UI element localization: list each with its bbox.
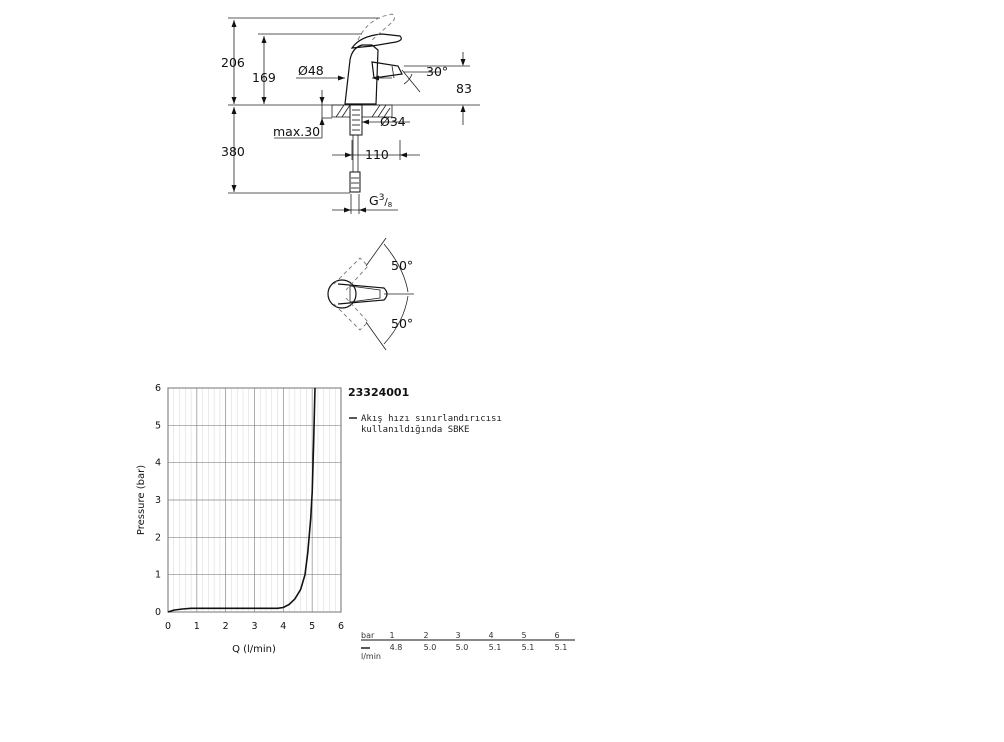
flow-table-pressure-cell: 2 xyxy=(423,631,428,640)
side-view-drawing: 206 169 Ø48 30° 83 max.30 Ø34 380 110 G3… xyxy=(221,13,480,214)
dim-34: Ø34 xyxy=(380,114,406,129)
chart-y-tick-label: 2 xyxy=(155,532,161,543)
flow-table-pressure-cell: 1 xyxy=(389,631,394,640)
legend-line-2: kullanıldığında SBKE xyxy=(361,425,469,435)
chart-ylabel: Pressure (bar) xyxy=(136,465,147,535)
flow-table-pressure-cell: 4 xyxy=(488,631,493,640)
flow-table: bar l/min 1 4.8 2 5.0 3 5.0 4 5.1 5 5.1 6 5.1 xyxy=(361,631,575,661)
dim-30deg: 30° xyxy=(426,64,448,79)
flow-table-cells: 1 4.8 2 5.0 3 5.0 4 5.1 5 5.1 6 5.1 xyxy=(389,631,567,652)
dim-g38-den: 8 xyxy=(388,201,392,209)
chart-y-tick-label: 5 xyxy=(155,420,161,431)
flow-table-pressure-cell: 5 xyxy=(521,631,526,640)
dim-g38-num: 3 xyxy=(379,193,385,203)
dim-48: Ø48 xyxy=(298,63,324,78)
flow-chart: 0 1 2 3 4 5 6 0 1 2 3 4 5 6 Q (l/min) Pressure (bar) xyxy=(136,383,344,655)
dim-g38-g: G xyxy=(369,193,379,208)
chart-y-tick-label: 3 xyxy=(155,495,161,506)
dim-380: 380 xyxy=(221,144,245,159)
dim-83: 83 xyxy=(456,81,472,96)
chart-grid xyxy=(167,387,342,613)
chart-x-tick-label: 6 xyxy=(338,621,344,632)
flow-table-bar-label: bar xyxy=(361,631,375,640)
chart-x-tick-label: 0 xyxy=(165,621,171,632)
chart-y-tick-label: 6 xyxy=(155,383,161,394)
top-view-angle-down: 50° xyxy=(391,316,413,331)
flow-table-flow-cell: 5.0 xyxy=(424,643,437,652)
chart-x-tick-label: 1 xyxy=(194,621,200,632)
chart-series-line xyxy=(167,387,316,613)
dim-206: 206 xyxy=(221,55,245,70)
flow-table-flow-cell: 5.0 xyxy=(456,643,469,652)
dim-g38-slash: / xyxy=(384,197,388,208)
chart-x-tick-label: 5 xyxy=(309,621,315,632)
flow-table-lmin-label: l/min xyxy=(361,652,381,661)
flow-chart-title: 23324001 xyxy=(348,386,409,399)
dim-169: 169 xyxy=(252,70,276,85)
chart-y-tick-label: 1 xyxy=(155,570,161,581)
dim-110: 110 xyxy=(365,147,389,162)
legend-line-1: Akış hızı sınırlandırıcısı xyxy=(361,414,502,424)
top-view-drawing: 50° 50° xyxy=(327,237,414,351)
flow-table-flow-cell: 5.1 xyxy=(489,643,502,652)
dim-g38: G3/8 xyxy=(369,193,392,209)
chart-y-tick-label: 0 xyxy=(155,607,161,618)
chart-y-tick-label: 4 xyxy=(155,458,161,469)
chart-xlabel: Q (l/min) xyxy=(232,644,276,655)
chart-x-tick-label: 2 xyxy=(223,621,229,632)
flow-table-flow-cell: 5.1 xyxy=(555,643,568,652)
chart-x-tick-label: 4 xyxy=(280,621,286,632)
flow-table-flow-cell: 4.8 xyxy=(390,643,403,652)
flow-table-flow-cell: 5.1 xyxy=(522,643,535,652)
chart-tick-labels: 0 1 2 3 4 5 6 0 1 2 3 4 5 6 xyxy=(155,383,344,632)
flow-table-pressure-cell: 6 xyxy=(554,631,559,640)
chart-x-tick-label: 3 xyxy=(251,621,257,632)
flow-table-pressure-cell: 3 xyxy=(455,631,460,640)
dim-max30: max.30 xyxy=(273,124,320,139)
top-view-angle-up: 50° xyxy=(391,258,413,273)
